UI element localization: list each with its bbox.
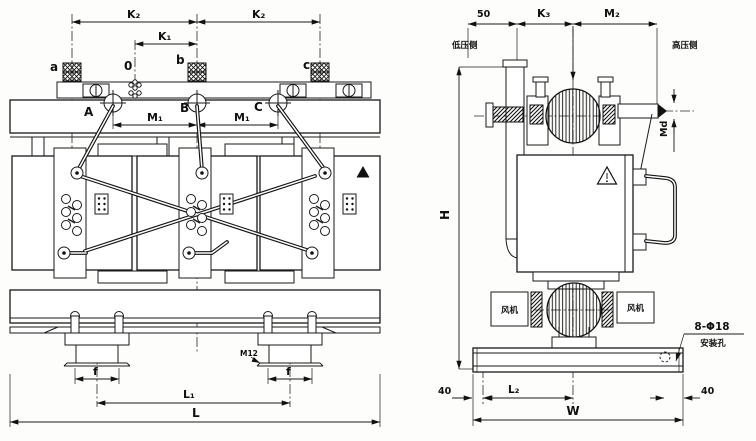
dim-label-l1: L₁ (183, 388, 195, 401)
lv-terminal (492, 106, 524, 123)
label-hv-side: 高压侧 (672, 40, 698, 51)
vent-screws (128, 79, 142, 99)
dim-label-f-left: f (93, 365, 98, 378)
mounting-hole (659, 351, 671, 363)
lifting-lugs (82, 83, 363, 98)
dim-label-k2-right: K₂ (252, 8, 266, 21)
phase-label-A: A (84, 105, 94, 119)
winding-terminals (57, 166, 332, 260)
fan-box-left (490, 291, 529, 327)
front-view: K₂ K₂ K₁ a 0 b c A B C M₁ M₁ (9, 8, 381, 427)
phase-label-C: C (254, 100, 263, 114)
warning-triangle-front (356, 166, 370, 178)
warning-triangle-side (596, 165, 618, 185)
dim-label-40-right: 40 (701, 386, 715, 397)
dim-label-m2: M₂ (604, 7, 620, 20)
fan-label-left: 风机 (501, 305, 519, 316)
mount-hole-name: 安装孔 (700, 338, 726, 349)
side-view: 50 K₃ M₂ 低压侧 高压侧 H Md (438, 7, 744, 426)
handle (632, 168, 677, 251)
top-core-circle (545, 88, 601, 144)
dim-label-k2-left: K₂ (127, 8, 141, 21)
thread-callout-m12: M12 (240, 349, 258, 358)
lv-duct-cap (502, 59, 528, 68)
terminal-label-a: a (50, 60, 58, 74)
roller-left (63, 311, 131, 367)
dim-label-50: 50 (477, 9, 491, 20)
dim-label-l: L (192, 406, 200, 420)
roller-right (256, 311, 324, 367)
bottom-core-circle (546, 282, 602, 338)
terminal-label-b: b (176, 53, 185, 67)
dim-label-h: H (438, 210, 452, 220)
fan-box-right (616, 291, 655, 324)
dim-label-m1-right: M₁ (234, 111, 250, 124)
dim-label-40-left: 40 (438, 386, 452, 397)
hv-terminal-blocks (62, 62, 330, 82)
base-channel (472, 347, 684, 373)
tap-terminals (61, 194, 330, 236)
dim-label-k1: K₁ (158, 30, 172, 43)
dim-label-md: Md (659, 121, 670, 137)
terminal-label-0: 0 (124, 59, 132, 73)
label-lv-side: 低压侧 (451, 40, 478, 51)
phase-label-B: B (180, 101, 189, 115)
dim-label-m1-left: M₁ (147, 111, 163, 124)
mount-hole-spec: 8-Φ18 (694, 321, 729, 333)
dim-label-f-right: f (286, 365, 291, 378)
rating-plates (94, 193, 357, 215)
terminal-label-c: c (303, 58, 310, 72)
fan-label-right: 风机 (627, 303, 645, 314)
dim-label-w: W (566, 404, 579, 418)
tank-body (516, 154, 634, 273)
insulators (100, 90, 291, 116)
dim-label-l2: L₂ (508, 384, 520, 396)
dim-label-k3: K₃ (537, 7, 551, 20)
